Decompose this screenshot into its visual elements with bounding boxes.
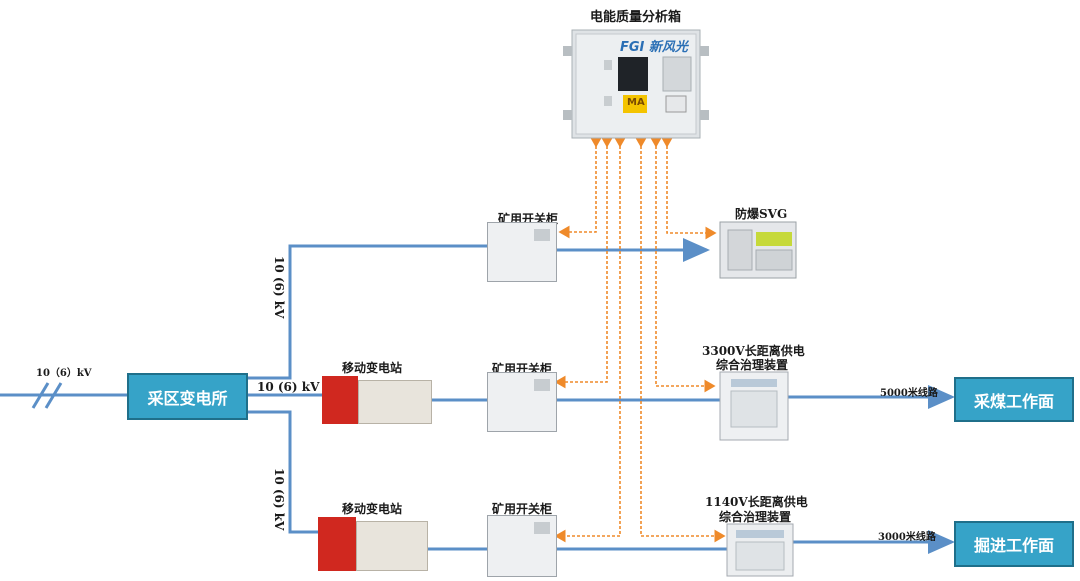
mobile-substation-mid <box>322 374 432 426</box>
coal-mining-face-box: 采煤工作面 <box>954 377 1074 422</box>
switchgear-label: 矿用开关柜 <box>492 502 553 516</box>
feeder-mid-voltage: 10 (6) kV <box>257 380 320 394</box>
mobile-substation-bottom <box>318 515 428 575</box>
analyzer-brand-logo: FGI 新风光 <box>620 40 688 55</box>
input-voltage-label: 10（6）kV <box>36 368 92 379</box>
substation-box: 采区变电所 <box>127 373 248 420</box>
mobile-substation-label: 移动变电站 <box>342 361 403 375</box>
coal-face-line-length: 5000米线路 <box>880 388 938 399</box>
heading-face-box: 掘进工作面 <box>954 521 1074 567</box>
treatment-3300-line1: 3300V长距离供电 <box>702 344 805 358</box>
heading-face-line-length: 3000米线路 <box>878 532 936 543</box>
analyzer-box-device <box>563 29 709 139</box>
mobile-substation-label: 移动变电站 <box>342 502 403 516</box>
svg-device <box>719 221 797 279</box>
feeder-top-voltage: 10 (6) kV <box>272 256 286 319</box>
analyzer-ma-tag: MA <box>627 97 645 108</box>
power-lines <box>0 238 955 554</box>
treatment-1140-device <box>726 523 794 577</box>
treatment-1140-line2: 综合治理装置 <box>719 510 792 524</box>
feeder-top <box>248 244 490 380</box>
feeder-bottom-voltage: 10 (6) kV <box>272 468 286 531</box>
treatment-3300-device <box>719 371 789 441</box>
switchgear-top <box>487 222 557 282</box>
analyzer-title: 电能质量分析箱 <box>590 10 682 25</box>
treatment-1140-line1: 1140V长距离供电 <box>705 495 808 509</box>
break-mark-1 <box>31 382 50 409</box>
feeder-bottom <box>248 410 326 534</box>
switchgear-mid <box>487 372 557 432</box>
treatment-3300-line2: 综合治理装置 <box>716 358 789 372</box>
break-mark-2 <box>44 382 63 409</box>
signal-lines <box>554 136 726 543</box>
svg-device-label: 防爆SVG <box>735 207 788 221</box>
switchgear-bottom <box>487 515 557 577</box>
